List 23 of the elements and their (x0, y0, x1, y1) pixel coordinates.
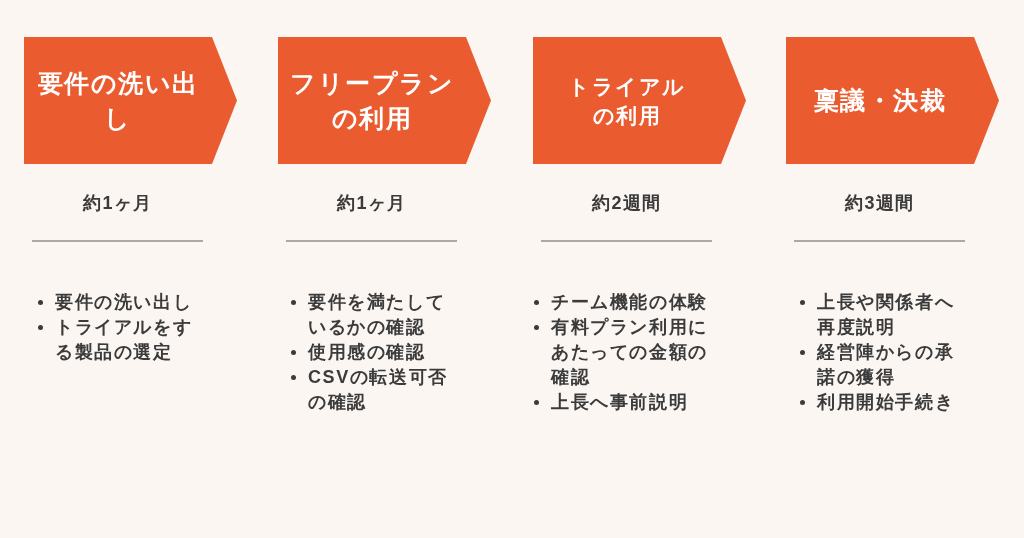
step-chevron (24, 37, 237, 164)
step-title: フリープランの利用 (289, 67, 455, 134)
step-title: トライアルの利用 (567, 73, 687, 129)
bullet-text: 上長へ事前説明 (551, 391, 689, 414)
bullet-text: 利用開始手続き (817, 391, 955, 414)
bullet-text: 要件の洗い出し (55, 291, 193, 314)
bullet-text: チーム機能の体験 (551, 291, 708, 314)
bullet-text: CSVの転送可否の確認 (308, 366, 449, 414)
step-title: 要件の洗い出し (36, 67, 200, 134)
step-title: 稟議・決裁 (813, 85, 947, 116)
duration-label: 約3週間 (845, 192, 915, 214)
step-chevron (278, 37, 491, 164)
bullet-text: 経営陣からの承諾の獲得 (817, 341, 956, 389)
bullet-text: トライアルをする製品の選定 (55, 316, 194, 364)
step-chevron (786, 37, 999, 164)
bullet-text: 使用感の確認 (308, 341, 426, 364)
duration-label: 約1ヶ月 (83, 192, 153, 214)
bullet-text: 上長や関係者へ再度説明 (817, 291, 956, 339)
duration-label: 約1ヶ月 (337, 192, 407, 214)
bullet-text: 要件を満たしているかの確認 (308, 291, 447, 339)
step-chevron (533, 37, 746, 164)
duration-label: 約2週間 (592, 192, 662, 214)
bullet-text: 有料プラン利用にあたっての金額の確認 (551, 316, 709, 389)
